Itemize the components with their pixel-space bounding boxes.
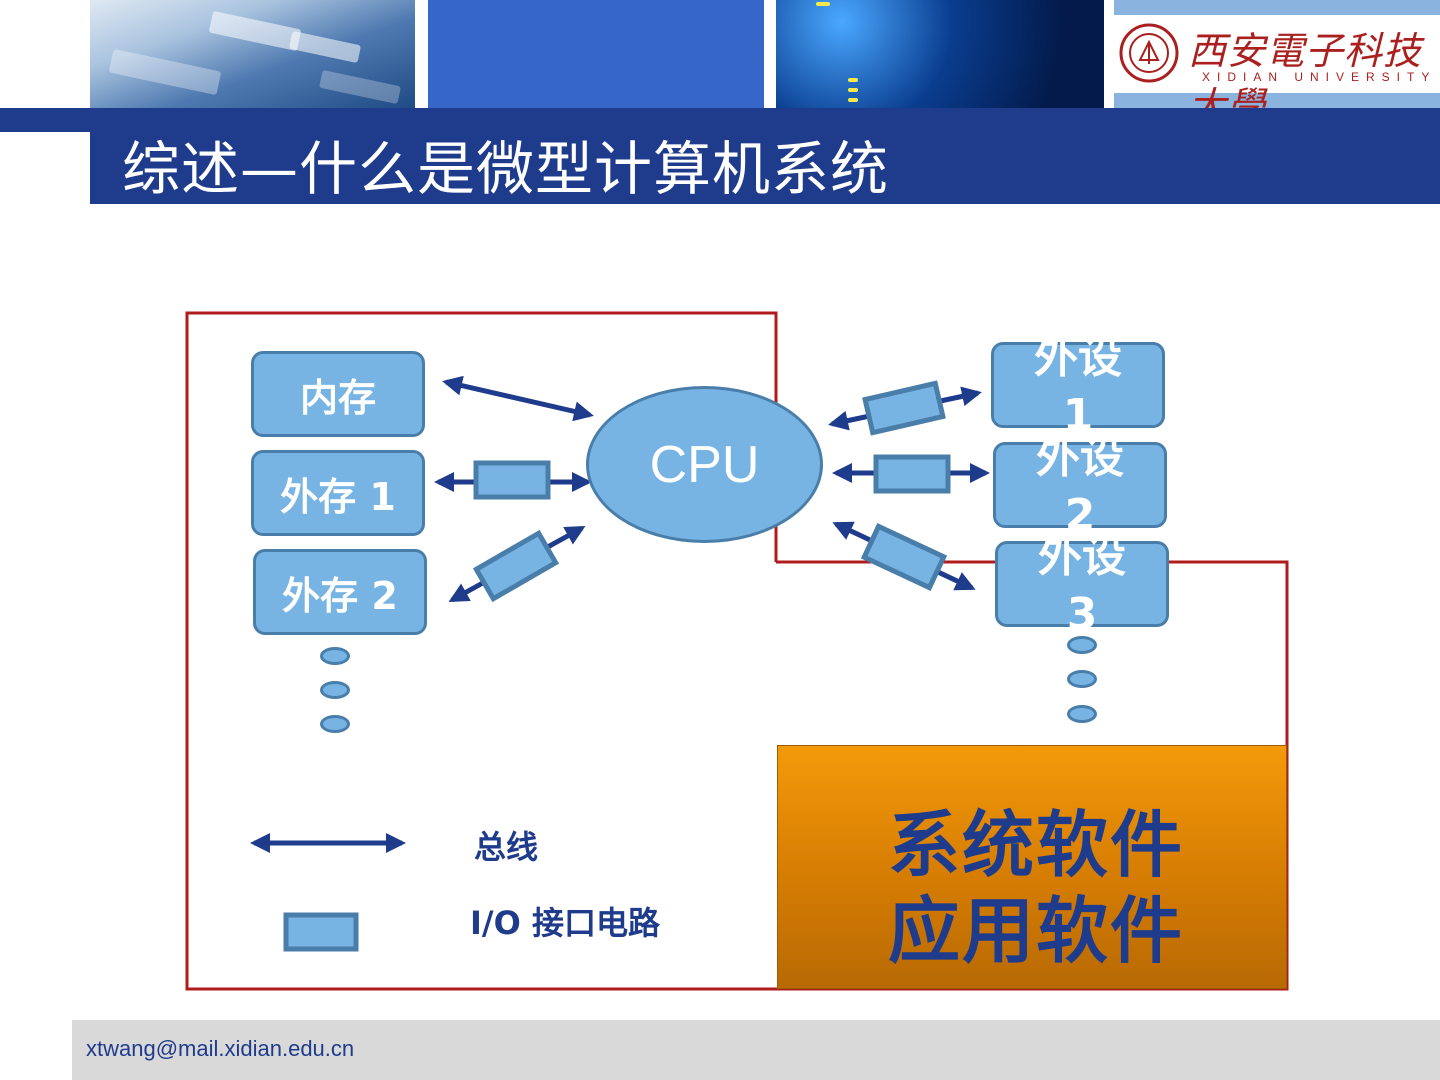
peripheral1-box: 外设 1 — [991, 342, 1165, 428]
legend-io-label: I/O 接口电路 — [470, 898, 660, 944]
io-interface-peripheral1 — [865, 383, 943, 432]
cpu-ellipse: CPU — [586, 386, 823, 543]
io-interface-peripheral3 — [864, 526, 944, 587]
storage2-box: 外存 2 — [253, 549, 427, 635]
more-peripheral-dot — [1067, 705, 1097, 723]
legend-io-box — [286, 915, 356, 949]
io-interface-storage2 — [476, 533, 555, 598]
more-storage-dot — [320, 647, 350, 665]
more-storage-dot — [320, 681, 350, 699]
io-interface-peripheral2 — [876, 457, 948, 491]
memory-box: 内存 — [251, 351, 425, 437]
bus-arrow-memory — [446, 382, 590, 415]
legend-bus-label: 总线 — [474, 822, 538, 868]
more-storage-dot — [320, 715, 350, 733]
more-peripheral-dot — [1067, 636, 1097, 654]
io-interface-storage1 — [476, 463, 548, 497]
more-peripheral-dot — [1067, 670, 1097, 688]
storage1-box: 外存 1 — [251, 450, 425, 536]
application-software-label: 应用软件 — [888, 872, 1184, 977]
peripheral3-box: 外设 3 — [995, 541, 1169, 627]
footer-email: xtwang@mail.xidian.edu.cn — [86, 1036, 354, 1062]
peripheral2-box: 外设 2 — [993, 442, 1167, 528]
